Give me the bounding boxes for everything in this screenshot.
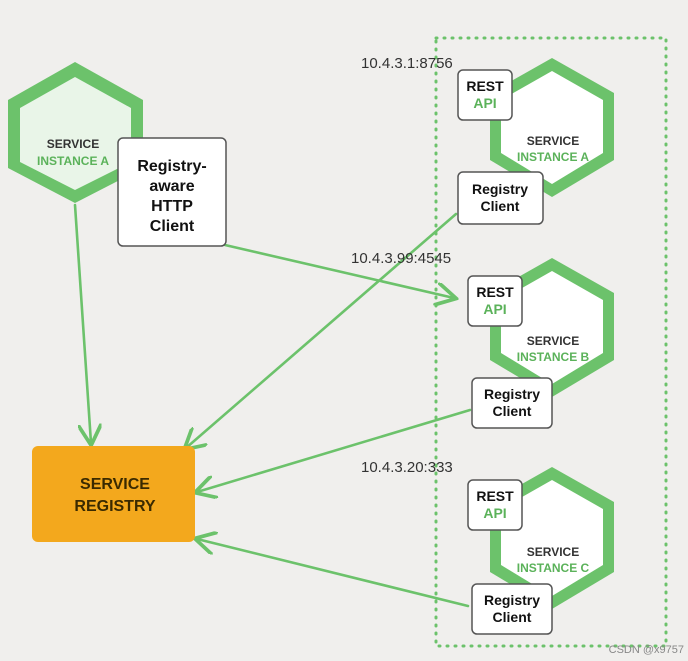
instance-a-api-label: API — [473, 95, 496, 111]
instance-c-address: 10.4.3.20:333 — [361, 459, 453, 476]
service-instance-b: 10.4.3.99:4545 SERVICE INSTANCE B REST A… — [351, 250, 614, 429]
instance-c-rest-label: REST — [476, 488, 514, 504]
instances-boundary — [434, 36, 668, 648]
client-service-instance-a: SERVICE INSTANCE A — [8, 62, 143, 203]
instance-b-rest-api-box — [467, 275, 523, 327]
arrow-http-client-to-instance-b — [223, 243, 454, 298]
instance-a-rest-api-box — [457, 69, 513, 121]
instance-b-address: 10.4.3.99:4545 — [351, 250, 451, 267]
instance-b-api-label: API — [483, 301, 506, 317]
http-client-line-3: HTTP — [151, 198, 193, 215]
instance-a-rest-label: REST — [466, 78, 504, 94]
instance-c-service-label: SERVICE — [527, 545, 579, 559]
instance-b-client-label-2: Client — [493, 403, 532, 419]
arrow-client-to-registry — [73, 203, 91, 443]
instance-c-registry-client-box — [471, 583, 553, 635]
service-registry: SERVICE REGISTRY — [32, 446, 195, 542]
http-client-line-2: aware — [149, 178, 194, 195]
client-service-label-2: INSTANCE A — [37, 154, 109, 168]
service-instance-a: 10.4.3.1:8756 SERVICE INSTANCE A REST AP… — [361, 55, 614, 225]
instance-c-name-label: INSTANCE C — [517, 561, 590, 575]
registry-aware-http-client: Registry- aware HTTP Client — [117, 137, 227, 247]
instance-a-registry-client-box — [457, 171, 544, 225]
service-instance-c: 10.4.3.20:333 SERVICE INSTANCE C REST AP… — [361, 459, 614, 635]
http-client-line-4: Client — [150, 218, 195, 235]
instance-b-rest-label: REST — [476, 284, 514, 300]
instance-b-name-label: INSTANCE B — [517, 350, 590, 364]
registry-label-2: REGISTRY — [74, 498, 156, 515]
instance-c-client-label-1: Registry — [484, 592, 540, 608]
arrow-instance-b-register — [197, 408, 472, 492]
http-client-line-1: Registry- — [137, 158, 206, 175]
client-service-label-1: SERVICE — [47, 137, 99, 151]
instance-b-registry-client-box — [471, 377, 553, 429]
instance-a-address: 10.4.3.1:8756 — [361, 55, 453, 72]
arrow-instance-a-register — [186, 212, 458, 448]
instance-b-client-label-1: Registry — [484, 386, 540, 402]
instance-b-service-label: SERVICE — [527, 334, 579, 348]
arrow-instance-c-register — [197, 539, 470, 608]
instance-a-client-label-2: Client — [481, 198, 520, 214]
instance-a-service-label: SERVICE — [527, 134, 579, 148]
instance-a-name-label: INSTANCE A — [517, 150, 589, 164]
instance-c-api-label: API — [483, 505, 506, 521]
watermark-text: CSDN @x9757 — [609, 644, 684, 656]
instance-a-client-label-1: Registry — [472, 181, 528, 197]
registry-label-1: SERVICE — [80, 476, 150, 493]
instance-c-rest-api-box — [467, 479, 523, 531]
instance-c-client-label-2: Client — [493, 609, 532, 625]
